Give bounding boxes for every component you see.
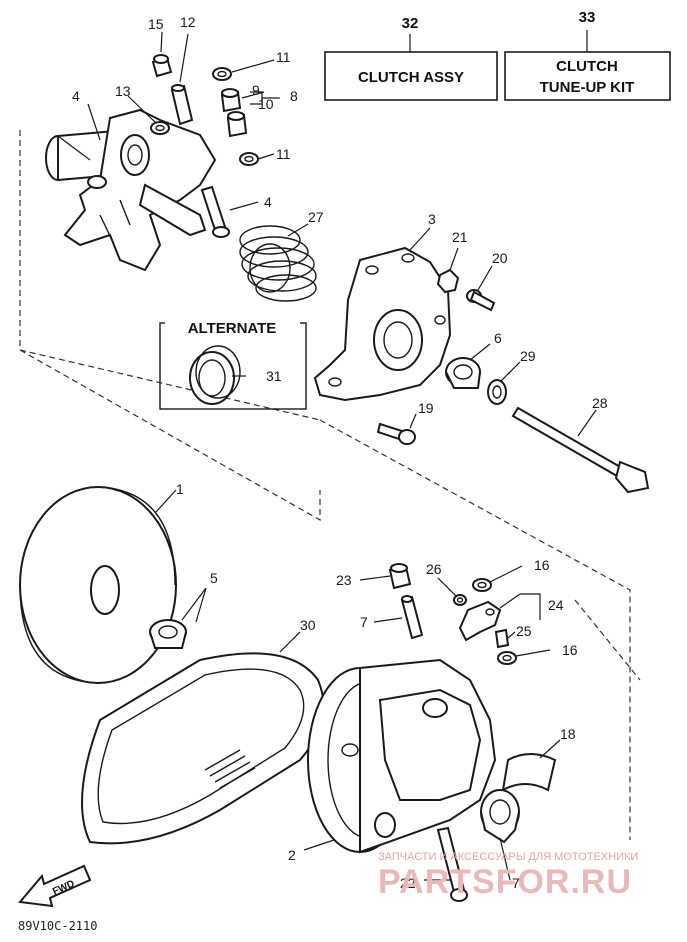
- callout-26: 26: [426, 561, 442, 577]
- part-16-washer-top: [472, 578, 492, 592]
- callout-6: 6: [494, 330, 502, 346]
- callout-15: 15: [148, 16, 164, 32]
- watermark: ЗАПЧАСТИ И АКСЕССУАРЫ ДЛЯ МОТОТЕХНИКИ PA…: [378, 851, 638, 901]
- callout-11-top: 11: [276, 49, 291, 65]
- clutch-assy-box: CLUTCH ASSY: [324, 51, 498, 101]
- spider-assembly: [45, 108, 217, 272]
- callout-labels: 15 12 13 4 11 9 10 8 11 4 27 31 3 21 20 …: [72, 14, 608, 891]
- part-19-bolt: [376, 422, 416, 445]
- part-9-roller: [220, 88, 242, 113]
- part-1-sheave: [19, 486, 177, 684]
- leader-lines: [57, 31, 597, 881]
- callout-18: 18: [560, 726, 576, 742]
- part-26-roller: [453, 594, 467, 606]
- svg-text:PARTSFOR.RU: PARTSFOR.RU: [378, 863, 632, 901]
- part-11-washer-top: [212, 67, 232, 81]
- part-20-bolt: [466, 289, 496, 312]
- part-27-spring: [239, 225, 317, 302]
- callout-2: 2: [288, 847, 296, 863]
- part-5-bushing: [149, 619, 187, 649]
- part-11-washer-bottom: [239, 152, 259, 166]
- part-21-nut: [436, 268, 460, 294]
- part-18-slider: [501, 753, 557, 792]
- kit-number-33: 33: [579, 9, 596, 52]
- callout-19: 19: [418, 400, 434, 416]
- callout-30: 30: [300, 617, 316, 633]
- part-2-fixed-sheave: [307, 658, 497, 854]
- callout-23: 23: [336, 572, 352, 588]
- part-16-washer-bottom: [497, 651, 517, 665]
- callout-1: 1: [176, 481, 184, 497]
- part-22-bolt: [436, 826, 468, 902]
- callout-7-ring: 7: [512, 875, 520, 891]
- callout-25: 25: [516, 623, 532, 639]
- callout-31: 31: [266, 368, 282, 384]
- callout-8: 8: [290, 88, 298, 104]
- svg-text:TUNE-UP KIT: TUNE-UP KIT: [540, 79, 635, 96]
- svg-text:CLUTCH ASSY: CLUTCH ASSY: [358, 69, 464, 86]
- part-28-long-bolt: [511, 406, 650, 494]
- part-23-cap: [388, 563, 412, 590]
- callout-4-bolt: 4: [264, 194, 272, 210]
- section-frames: [19, 130, 641, 840]
- kit-number-32: 32: [402, 15, 419, 52]
- part-25-bushing: [494, 628, 510, 649]
- callout-7-pin: 7: [360, 614, 368, 630]
- part-30-drive-belt: [81, 652, 325, 845]
- fwd-arrow-icon: FWD: [18, 864, 92, 908]
- callout-4-top: 4: [72, 88, 80, 104]
- svg-text:32: 32: [402, 15, 419, 32]
- svg-text:33: 33: [579, 9, 596, 26]
- callout-20: 20: [492, 250, 508, 266]
- part-13-bushing: [150, 121, 170, 135]
- svg-text:ЗАПЧАСТИ И АКСЕССУАРЫ ДЛЯ МОТО: ЗАПЧАСТИ И АКСЕССУАРЫ ДЛЯ МОТОТЕХНИКИ: [378, 851, 638, 863]
- part-4-bolt: [200, 185, 230, 238]
- callout-22: 22: [400, 875, 416, 891]
- callout-10: 10: [258, 96, 274, 112]
- part-15-cap: [151, 54, 173, 78]
- callout-5: 5: [210, 570, 218, 586]
- tune-up-kit-box: CLUTCH TUNE-UP KIT: [504, 51, 671, 101]
- callout-29: 29: [520, 348, 536, 364]
- part-10-bushing: [226, 111, 248, 138]
- part-7-pin: [400, 595, 424, 640]
- part-29-seal: [487, 379, 507, 405]
- part-7-ring: [480, 789, 520, 844]
- callout-11-bottom: 11: [276, 146, 291, 162]
- callout-24: 24: [548, 597, 564, 613]
- callout-16-bottom: 16: [562, 642, 578, 658]
- part-12-pin: [170, 84, 194, 126]
- callout-9: 9: [252, 82, 260, 98]
- callout-13: 13: [115, 83, 131, 99]
- callout-21: 21: [452, 229, 468, 245]
- svg-text:CLUTCH: CLUTCH: [556, 58, 618, 75]
- callout-16-top: 16: [534, 557, 550, 573]
- callout-27: 27: [308, 209, 324, 225]
- svg-text:ALTERNATE: ALTERNATE: [188, 320, 277, 337]
- alternate-box: ALTERNATE: [159, 316, 307, 410]
- part-3-cap-cover: [313, 246, 452, 402]
- part-24-weight-arm: [458, 600, 502, 642]
- callout-28: 28: [592, 395, 608, 411]
- callout-12: 12: [180, 14, 196, 30]
- drawing-code: 89V10C-2110: [18, 919, 97, 933]
- callout-3: 3: [428, 211, 436, 227]
- part-6-bushing: [445, 357, 481, 389]
